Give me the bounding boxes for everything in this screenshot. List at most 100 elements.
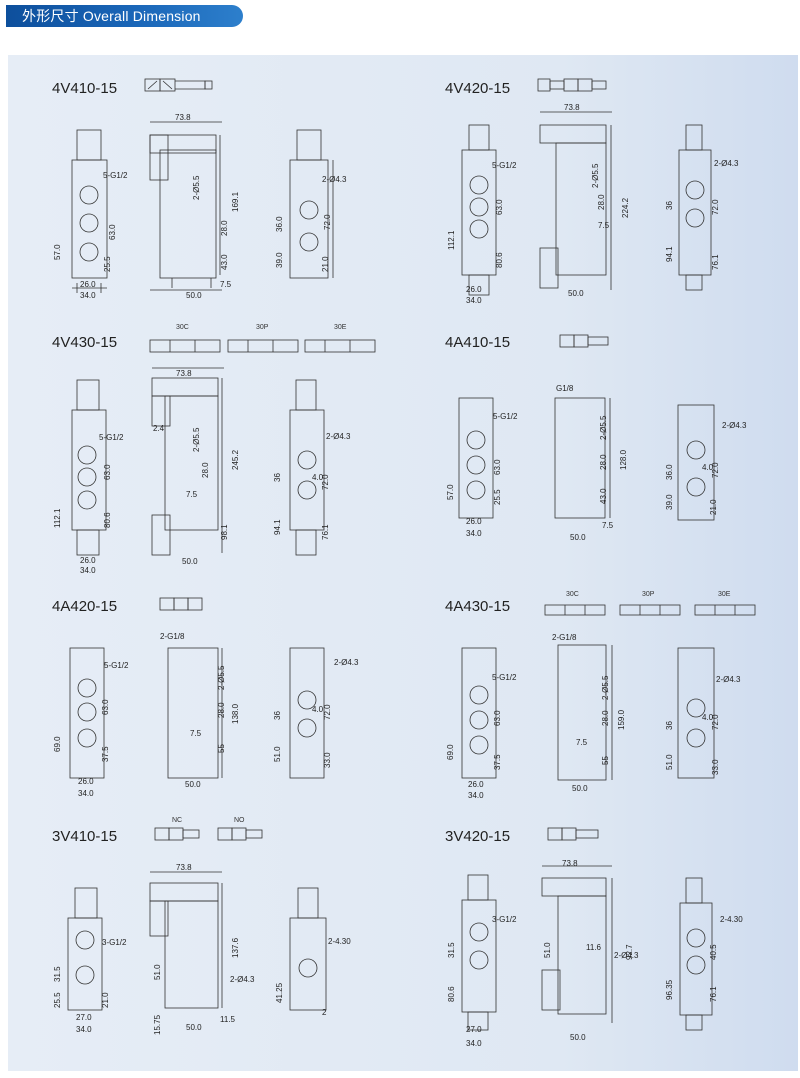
dim-72-0: 72.0: [711, 714, 720, 730]
dim-2-o4-3: 2-Ø4.3: [614, 951, 639, 960]
side-view-3v420: [461, 874, 497, 1031]
dim-36: 36: [665, 721, 674, 730]
dim-34-0: 34.0: [76, 1025, 92, 1034]
model-title-4v410: 4V410-15: [52, 80, 118, 97]
side-view-4a430: [461, 647, 497, 779]
dim-5-g1-2: 5-G1/2: [492, 161, 517, 170]
dim-73-8: 73.8: [562, 859, 578, 868]
valve-symbol-4a420: [159, 597, 203, 611]
dim-34-0: 34.0: [466, 529, 482, 538]
dim-15-75: 15.75: [153, 1014, 162, 1035]
dim-63-0: 63.0: [103, 464, 112, 480]
dim-112-1: 112.1: [53, 508, 62, 528]
dim-2-o5-5: 2-Ø5.5: [599, 415, 608, 440]
dim-39-0: 39.0: [665, 494, 674, 510]
model-title-4v420: 4V420-15: [445, 80, 511, 97]
dim-g1-8: G1/8: [556, 384, 574, 393]
dim-98-1: 98.1: [220, 524, 229, 540]
right-view-3v410: [289, 887, 327, 1011]
dim-36-0: 36.0: [665, 464, 674, 480]
dim-2-4: 2.4: [153, 424, 165, 433]
dim-50-0: 50.0: [572, 784, 588, 793]
dim-96-35: 96.35: [665, 979, 674, 1000]
dim-2-o5-5: 2-Ø5.5: [192, 175, 201, 200]
dim-26-0: 26.0: [466, 285, 482, 294]
dim-40-5: 40.5: [709, 944, 718, 960]
dim-34-0: 34.0: [78, 789, 94, 798]
symbol-caption-30p: 30P: [256, 324, 269, 331]
dim-26-0: 26.0: [78, 777, 94, 786]
side-view-4a410: [458, 397, 494, 519]
dim-63-0: 63.0: [493, 459, 502, 475]
dim-36-0: 36.0: [275, 216, 284, 232]
model-title-4a430: 4A430-15: [445, 598, 511, 615]
dim-57-0: 57.0: [446, 484, 455, 500]
dim-33-0: 33.0: [711, 759, 720, 775]
valve-symbol-3v410: [154, 827, 263, 841]
dim-76-1: 76.1: [711, 254, 720, 270]
front-view-4v420: [539, 111, 612, 290]
front-view-4a430: [557, 644, 613, 781]
dim-26-0: 26.0: [80, 280, 96, 289]
dim-26-0: 26.0: [80, 556, 96, 565]
dim-63-0: 63.0: [101, 699, 110, 715]
dim-5-g1-2: 5-G1/2: [103, 171, 128, 180]
section-header: 外形尺寸 Overall Dimension: [0, 0, 243, 30]
symbol-caption-nc: NC: [172, 817, 183, 824]
dim-7-5: 7.5: [220, 280, 232, 289]
dim-43-0: 43.0: [599, 488, 608, 504]
side-view-4v410: [71, 129, 108, 293]
front-view-3v420: [541, 865, 613, 1023]
dim-21-0: 21.0: [709, 499, 718, 515]
dim-34-0: 34.0: [80, 291, 96, 300]
dim-245-2: 245.2: [231, 449, 240, 470]
symbol-caption-no: NO: [234, 817, 245, 824]
valve-symbol-4v420: [537, 78, 607, 92]
dim-7-5: 7.5: [602, 521, 614, 530]
dim-26-0: 26.0: [466, 517, 482, 526]
dim-2-g1-8: 2-G1/8: [160, 632, 185, 641]
dim-2-o5-5: 2-Ø5.5: [217, 665, 226, 690]
front-view-4a420: [167, 647, 223, 779]
dim-34-0: 34.0: [466, 1039, 482, 1048]
dim-224-2: 224.2: [621, 197, 630, 218]
dim-28-0: 28.0: [201, 462, 210, 478]
dim-2-o5-5: 2-Ø5.5: [591, 163, 600, 188]
dim-69-0: 69.0: [53, 736, 62, 752]
drawing-panel: [8, 55, 798, 1071]
side-view-4v430: [71, 379, 107, 556]
model-title-4a420: 4A420-15: [52, 598, 118, 615]
dim-169-1: 169.1: [231, 191, 240, 212]
symbol-caption-30e: 30E: [334, 324, 347, 331]
dim-50-0: 50.0: [570, 533, 586, 542]
dim-33-0: 33.0: [323, 752, 332, 768]
dim-50-0: 50.0: [186, 1023, 202, 1032]
dim-137-6: 137.6: [231, 937, 240, 958]
dim-2-o4-3: 2-Ø4.3: [722, 421, 747, 430]
dim-21-0: 21.0: [101, 992, 110, 1008]
symbol-caption-30c-b: 30C: [566, 591, 579, 598]
dim-2-o4-3: 2-Ø4.3: [714, 159, 739, 168]
dim-36: 36: [273, 473, 282, 482]
dim-63-0: 63.0: [495, 199, 504, 215]
dim-51-0: 51.0: [273, 746, 282, 762]
dim-25-5: 25.5: [493, 489, 502, 505]
dim-5-g1-2: 5-G1/2: [492, 673, 517, 682]
dim-76-1: 76.1: [709, 986, 718, 1002]
dim-2-4-30: 2-4.30: [720, 915, 743, 924]
dim-73-8: 73.8: [564, 103, 580, 112]
dim-72-0: 72.0: [323, 214, 332, 230]
model-title-4a410: 4A410-15: [445, 334, 511, 351]
dim-94-1: 94.1: [665, 246, 674, 262]
dim-50-0: 50.0: [568, 289, 584, 298]
dim-28-0: 28.0: [601, 710, 610, 726]
dim-43-0: 43.0: [220, 254, 229, 270]
dim-50-0: 50.0: [185, 780, 201, 789]
side-view-4a420: [69, 647, 105, 779]
valve-symbol-4v410: [144, 78, 213, 92]
dim-4-0: 4.0: [312, 473, 324, 482]
header-bar: [6, 5, 243, 27]
dim-26-0: 26.0: [468, 780, 484, 789]
right-view-4a410: [677, 404, 715, 521]
dim-37-5: 37.5: [101, 746, 110, 762]
